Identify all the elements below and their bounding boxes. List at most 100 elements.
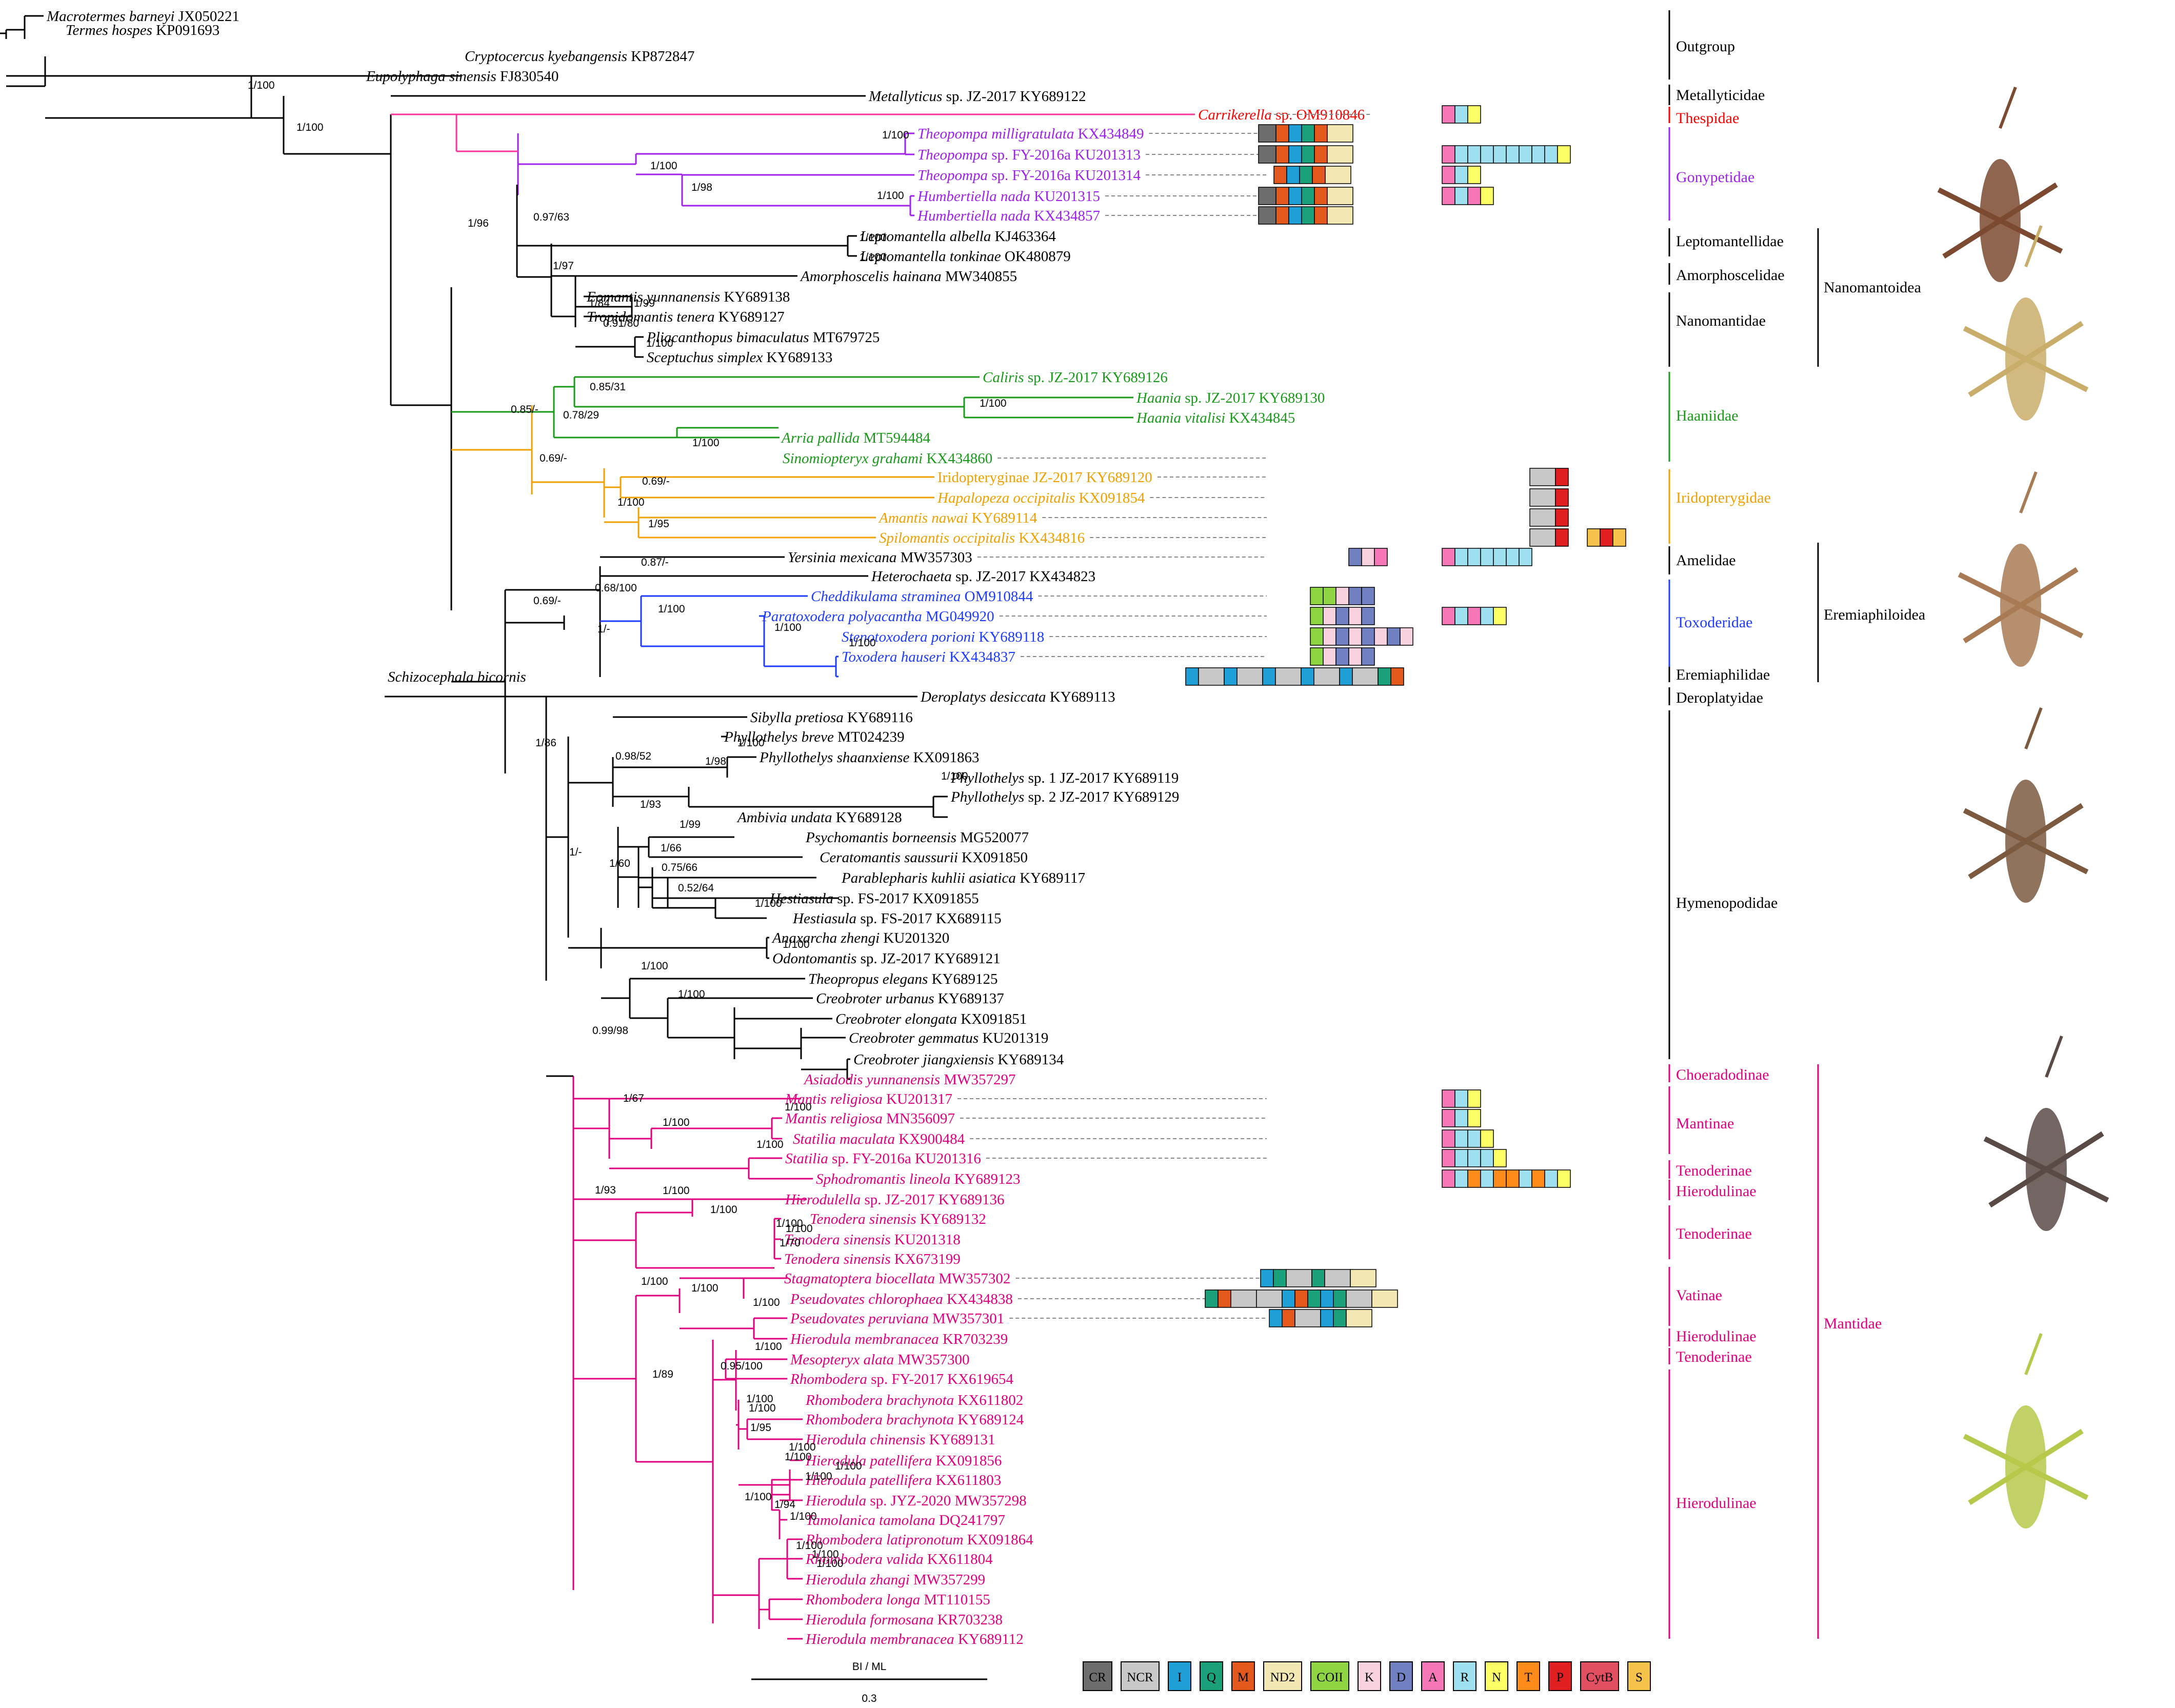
taxon-accession: KX434837 bbox=[946, 649, 1015, 665]
taxon-accession: sp. JZ-2017 KY689130 bbox=[1181, 390, 1325, 406]
taxon-species: Tenodera sinensis bbox=[784, 1232, 891, 1248]
gene-block bbox=[1258, 206, 1276, 225]
taxon-species: Pliacanthopus bimaculatus bbox=[646, 329, 809, 346]
taxon-accession: KX434816 bbox=[1015, 530, 1085, 546]
taxon-label: Toxodera hauseri KX434837 bbox=[842, 649, 1015, 665]
taxon-species: Haania vitalisi bbox=[1136, 410, 1225, 426]
taxon-species: Rhombodera valida bbox=[805, 1551, 924, 1567]
gene-block bbox=[1327, 124, 1353, 143]
legend-label: CytB bbox=[1586, 1671, 1613, 1684]
support-value: 1/100 bbox=[877, 190, 904, 202]
gene-block bbox=[1335, 647, 1349, 666]
taxon-accession: sp. FY-2017 KX619654 bbox=[867, 1371, 1014, 1387]
taxon-accession: MG049920 bbox=[922, 608, 994, 625]
taxon-label: Sibylla pretiosa KY689116 bbox=[750, 709, 913, 726]
support-value: 1/100 bbox=[785, 1101, 812, 1113]
taxon-accession: KR703239 bbox=[939, 1331, 1008, 1347]
support-value: 1/100 bbox=[746, 1393, 773, 1405]
family-label: Hierodulinae bbox=[1676, 1328, 1757, 1345]
taxon-label: Leptomantella tonkinae OK480879 bbox=[860, 248, 1071, 265]
support-value: 1/96 bbox=[468, 217, 489, 229]
taxon-label: Mantis religiosa KU201317 bbox=[785, 1091, 952, 1107]
legend-swatch bbox=[1453, 1661, 1476, 1691]
gene-block bbox=[1467, 187, 1481, 205]
support-value: 1/100 bbox=[745, 1491, 772, 1503]
taxon-species: Rhombodera brachynota bbox=[805, 1392, 954, 1408]
gene-block bbox=[1467, 166, 1481, 184]
support-value: 1/100 bbox=[691, 1282, 719, 1294]
taxon-species: Tenodera sinensis bbox=[784, 1251, 891, 1267]
support-value: 1/100 bbox=[812, 1548, 839, 1560]
legend-swatch bbox=[1516, 1661, 1540, 1691]
support-value: 0.99/98 bbox=[592, 1025, 628, 1037]
legend-swatch bbox=[1358, 1661, 1381, 1691]
taxon-accession: KY689112 bbox=[954, 1631, 1024, 1647]
support-value: 1/100 bbox=[941, 770, 968, 782]
gene-block bbox=[1531, 1169, 1545, 1188]
taxon-species: Parablepharis kuhlii asiatica bbox=[841, 870, 1016, 886]
taxon-label: Odontomantis sp. JZ-2017 KY689121 bbox=[772, 950, 1001, 967]
taxon-species: Caliris bbox=[983, 369, 1024, 386]
taxon-species: Tamolanica tamolana bbox=[806, 1512, 935, 1528]
taxon-species: Creobroter elongata bbox=[835, 1011, 957, 1027]
taxon-accession: KY689117 bbox=[1016, 870, 1085, 886]
gene-block bbox=[1323, 647, 1336, 666]
taxon-label: Tropidomantis tenera KY689127 bbox=[587, 309, 785, 325]
support-value: 0.85/31 bbox=[590, 381, 626, 393]
gene-block bbox=[1531, 145, 1545, 164]
taxon-accession: KX434857 bbox=[1030, 208, 1100, 224]
taxon-species: Deroplatys desiccata bbox=[920, 689, 1046, 705]
taxon-species: Eomantis yunnanensis bbox=[586, 289, 720, 305]
legend-label: R bbox=[1461, 1671, 1469, 1684]
gene-block bbox=[1442, 1109, 1455, 1127]
taxon-label: Arria pallida MT594484 bbox=[781, 430, 931, 446]
taxon-label: Hierodula membranacea KY689112 bbox=[805, 1631, 1024, 1647]
taxon-label: Creobroter gemmatus KU201319 bbox=[849, 1030, 1048, 1046]
gene-block bbox=[1323, 627, 1336, 646]
support-value: 1/100 bbox=[617, 496, 645, 508]
gene-block bbox=[1198, 667, 1225, 686]
support-value: 1/100 bbox=[753, 1297, 780, 1308]
gene-block bbox=[1205, 1289, 1219, 1308]
gene-block bbox=[1218, 1289, 1231, 1308]
gene-block bbox=[1361, 627, 1375, 646]
scale-value: 0.3 bbox=[862, 1693, 876, 1704]
gene-block bbox=[1467, 1089, 1481, 1108]
taxon-label: Stenotoxodera porioni KY689118 bbox=[842, 629, 1044, 645]
taxon-accession: KX091864 bbox=[963, 1532, 1033, 1548]
legend-label: Q bbox=[1207, 1671, 1216, 1684]
gene-block bbox=[1467, 1109, 1481, 1127]
gene-block bbox=[1467, 1169, 1481, 1188]
legend-label: D bbox=[1396, 1671, 1406, 1684]
taxon-species: Amantis nawai bbox=[878, 510, 968, 526]
legend-swatch bbox=[1200, 1661, 1223, 1691]
gene-block bbox=[1454, 187, 1468, 205]
taxon-species: Phyllothelys breve bbox=[724, 729, 834, 745]
legend-swatch bbox=[1580, 1661, 1619, 1691]
taxon-species: Theopompa milligratulata bbox=[917, 126, 1074, 142]
family-label: Toxoderidae bbox=[1676, 614, 1753, 631]
taxon-label: Phyllothelys breve MT024239 bbox=[724, 729, 905, 745]
taxon-label: Hierodula chinensis KY689131 bbox=[805, 1432, 995, 1448]
taxon-label: Spilomantis occipitalis KX434816 bbox=[879, 530, 1085, 546]
gene-block bbox=[1258, 187, 1276, 205]
taxon-species: Sphodromantis lineola bbox=[816, 1171, 950, 1187]
taxon-label: Hierodulella sp. JZ-2017 KY689136 bbox=[785, 1191, 1004, 1208]
gene-block bbox=[1348, 607, 1362, 625]
support-value: 0.91/80 bbox=[603, 317, 639, 329]
taxon-label: Theopompa sp. FY-2016a KU201313 bbox=[917, 147, 1141, 163]
taxon-accession: sp. FS-2017 KX091855 bbox=[833, 890, 979, 907]
taxon-accession: KU201319 bbox=[979, 1030, 1048, 1046]
taxon-species: Metallyticus bbox=[868, 88, 942, 105]
gene-block bbox=[1282, 1289, 1295, 1308]
support-value: 1/100 bbox=[641, 960, 668, 972]
taxon-label: Rhombodera longa MT110155 bbox=[805, 1592, 990, 1608]
gene-block bbox=[1493, 1149, 1507, 1167]
taxon-accession: sp. JZ-2017 KY689136 bbox=[861, 1191, 1004, 1208]
gene-block bbox=[1467, 1129, 1481, 1148]
taxon-species: Hierodula patellifera bbox=[805, 1453, 932, 1469]
taxon-label: Termes hospes KP091693 bbox=[66, 22, 220, 38]
support-value: 1/100 bbox=[816, 1558, 844, 1570]
taxon-species: Theopropus elegans bbox=[808, 971, 928, 987]
gene-block bbox=[1275, 145, 1289, 164]
